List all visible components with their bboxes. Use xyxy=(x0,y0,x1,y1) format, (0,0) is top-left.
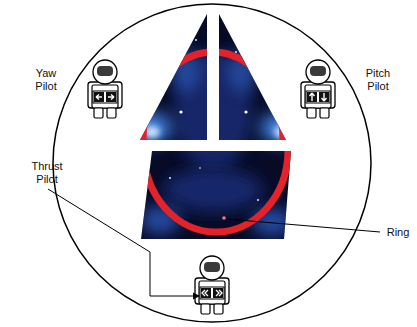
part-label: Yaw Pilot xyxy=(26,67,66,93)
arrowhead xyxy=(193,293,200,300)
thrust-astronaut xyxy=(195,256,229,314)
part-label: Ring xyxy=(382,226,414,239)
yaw-astronaut xyxy=(88,60,122,118)
left-panel xyxy=(128,0,304,250)
part-label: Thrust Pilot xyxy=(24,160,70,186)
pitch-astronaut xyxy=(301,60,335,118)
bottom-panel xyxy=(128,0,304,250)
leader-line xyxy=(48,189,194,296)
part-label: Pitch Pilot xyxy=(356,67,400,93)
right-panel xyxy=(128,0,304,250)
leader-line xyxy=(227,219,380,232)
